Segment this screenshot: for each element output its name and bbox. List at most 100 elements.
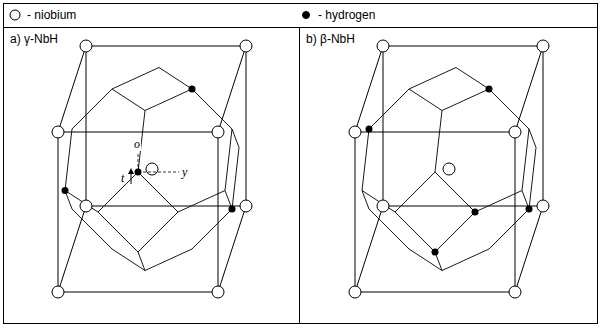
cell-edge [192, 89, 232, 129]
cube-edge [383, 206, 543, 207]
niobium-atom [240, 40, 252, 52]
niobium-atom [52, 126, 64, 138]
niobium-atom [80, 200, 92, 212]
niobium-atom [509, 126, 521, 138]
cube-edge [355, 132, 356, 292]
cell-edge [435, 111, 442, 173]
cube-edge [355, 292, 515, 293]
cell-edge [98, 212, 138, 252]
cell-edge [529, 129, 536, 148]
niobium-atom [377, 200, 389, 212]
niobium-atom [240, 200, 252, 212]
cell-edge [159, 68, 192, 90]
cell-edge [72, 89, 112, 129]
figures [52, 40, 549, 298]
niobium-atom [212, 286, 224, 298]
cell-edge [529, 148, 536, 210]
hydrogen-atom [229, 206, 236, 213]
cube-edge [86, 46, 87, 206]
unit-cell [52, 40, 252, 298]
niobium-atom [52, 286, 64, 298]
atom-symbol [10, 10, 20, 20]
unit-cell [349, 40, 549, 298]
cell-edge [409, 89, 442, 111]
panel-box: a) γ-NbH [3, 27, 300, 324]
hydrogen-atom [472, 209, 479, 216]
cell-edge [145, 249, 192, 271]
cube-edge [86, 206, 246, 207]
legend-entry: - hydrogen [300, 8, 375, 22]
hydrogen-atom [526, 206, 533, 213]
panel-box: b) β-NbH [299, 27, 598, 324]
cube-edge [218, 132, 219, 292]
cell-edge [369, 89, 409, 129]
cell-edge [362, 191, 369, 210]
hydrogen-atom [486, 86, 493, 93]
niobium-atom [537, 200, 549, 212]
axis-guide [138, 153, 139, 167]
cell-edge [435, 212, 475, 252]
cube-edge [543, 46, 544, 206]
niobium-atom [146, 163, 158, 175]
legend-frame [4, 4, 598, 28]
cell-edge [489, 89, 529, 129]
cell-edge [138, 172, 178, 212]
niobium-atom [537, 40, 549, 52]
arrow-head [128, 168, 134, 174]
cube-edge [86, 46, 246, 47]
axis-label: t [120, 171, 125, 185]
legend-sample [300, 9, 312, 21]
cell-edge [192, 209, 232, 249]
legend-entry: - niobium [9, 8, 76, 22]
cube-edge [58, 292, 218, 293]
cell-edge [98, 172, 138, 212]
niobium-atom [212, 126, 224, 138]
cube-edge [355, 132, 515, 133]
cube-edge [58, 132, 218, 133]
cell-edge [362, 129, 369, 191]
legend-text: - hydrogen [318, 8, 375, 22]
cube-edge [58, 132, 59, 292]
cell-edge [369, 209, 409, 249]
cell-edge [395, 212, 435, 252]
cell-edge [138, 212, 178, 252]
cube-edge [246, 46, 247, 206]
cell-edge [112, 249, 145, 271]
niobium-atom [349, 126, 361, 138]
hydrogen-atom [62, 187, 69, 194]
cell-edge [475, 191, 522, 213]
cell-edge [362, 191, 395, 213]
cell-edge [178, 191, 225, 213]
panel-heading: b) β-NbH [306, 32, 355, 46]
cube-edge [383, 46, 384, 206]
hydrogen-atom [432, 249, 439, 256]
cell-edge [145, 89, 192, 111]
cell-edge [456, 68, 489, 90]
cube-edge [383, 46, 543, 47]
cell-edge [489, 209, 529, 249]
cell-edge [409, 249, 442, 271]
legend-sample [9, 9, 21, 21]
cell-edge [72, 209, 112, 249]
atom-symbol [303, 12, 310, 19]
hydrogen-atom [366, 126, 373, 133]
niobium-atom [349, 286, 361, 298]
cell-edge [395, 172, 435, 212]
cell-edge [232, 148, 239, 210]
cell-edge [522, 129, 529, 191]
cell-edge [435, 172, 475, 212]
panel-heading: a) γ-NbH [10, 32, 58, 46]
cell-edge [232, 129, 239, 148]
axis-label: y [181, 165, 188, 179]
axis-guide [143, 172, 179, 173]
cell-edge [442, 89, 489, 111]
niobium-atom [443, 163, 455, 175]
hydrogen-atom [135, 169, 142, 176]
cell-edge [225, 129, 232, 191]
axis-label: o [133, 137, 141, 151]
cell-edge [409, 68, 456, 90]
legend-text: - niobium [27, 8, 76, 22]
hydrogen-atom [189, 86, 196, 93]
